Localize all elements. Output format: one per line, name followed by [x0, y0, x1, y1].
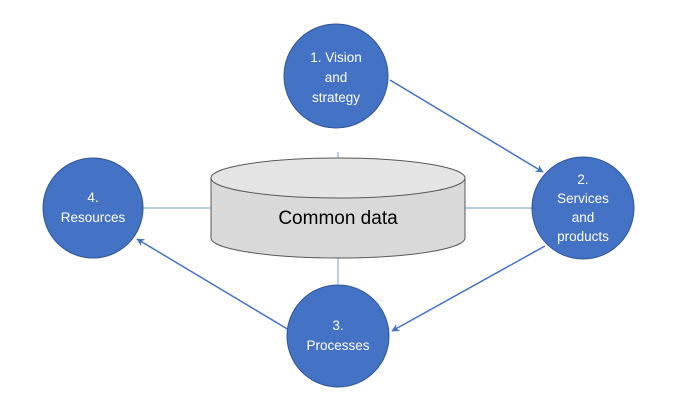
node-services-products: 2. Services and products	[531, 156, 635, 260]
node-resources-label-line-2: Resources	[61, 210, 126, 225]
arrow-vision-to-services	[389, 79, 544, 173]
node-vision-strategy: 1. Vision and strategy	[283, 23, 389, 129]
arrow-services-to-processes	[391, 245, 546, 332]
node-services-label-line-1: 2.	[577, 172, 588, 187]
node-services-label-line-4: products	[557, 229, 609, 244]
node-vision-label-line-2: and	[325, 70, 348, 85]
node-services-label-line-3: and	[572, 210, 595, 225]
node-processes: 3. Processes	[286, 284, 390, 388]
node-resources-label-line-1: 4.	[87, 190, 98, 205]
node-vision-label-line-1: 1. Vision	[310, 50, 362, 65]
node-processes-label-line-2: Processes	[306, 338, 369, 353]
node-vision-circle	[283, 23, 389, 129]
node-services-label-line-2: Services	[557, 191, 609, 206]
node-resources: 4. Resources	[42, 157, 144, 259]
common-data-database: Common data	[210, 157, 466, 259]
arrow-processes-to-resources	[136, 238, 290, 331]
node-processes-label-line-1: 3.	[332, 318, 343, 333]
node-processes-circle	[286, 284, 390, 388]
database-body	[210, 178, 466, 259]
database-top	[210, 157, 466, 199]
node-services-circle	[531, 156, 635, 260]
node-resources-circle	[42, 157, 144, 259]
database-label: Common data	[278, 208, 398, 229]
node-vision-label-line-3: strategy	[312, 90, 360, 105]
